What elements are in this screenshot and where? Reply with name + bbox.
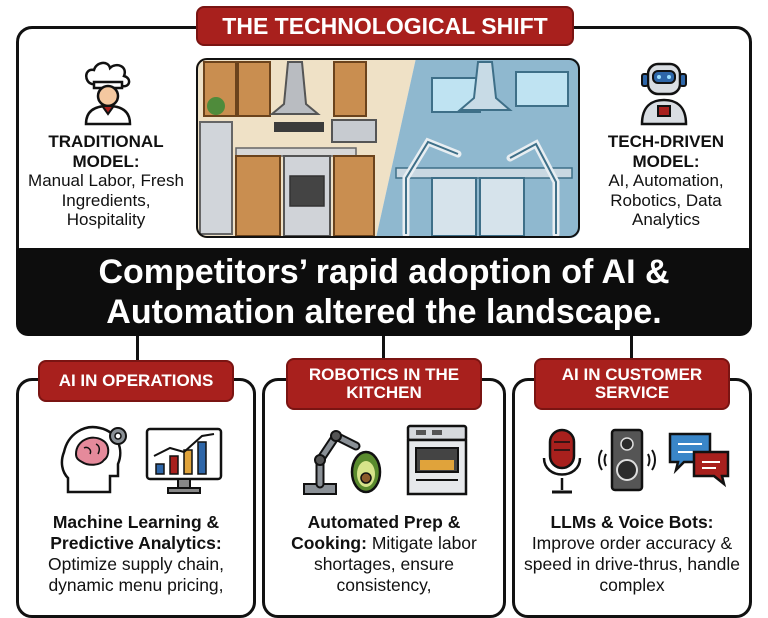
traditional-model: TRADITIONAL MODEL: Manual Labor, Fresh I… xyxy=(24,132,188,230)
microphone-icon xyxy=(542,428,582,494)
chef-icon xyxy=(84,61,132,126)
traditional-title: TRADITIONAL MODEL: xyxy=(48,132,164,171)
automated-fryer-icon xyxy=(406,424,468,496)
brain-gear-icon xyxy=(60,425,127,494)
connector xyxy=(136,336,139,360)
chat-bubbles-icon xyxy=(668,432,730,488)
headline-banner: Competitors’ rapid adoption of AI & Auto… xyxy=(16,248,752,336)
card-label-robotics: ROBOTICS IN THE KITCHEN xyxy=(286,358,482,410)
traditional-desc: Manual Labor, Fresh Ingredients, Hospita… xyxy=(28,171,184,230)
robotic-arm-avocado-icon xyxy=(303,430,382,495)
card-text-customer-service: LLMs & Voice Bots: Improve order accurac… xyxy=(524,512,740,595)
card-label-customer-service: AI IN CUSTOMER SERVICE xyxy=(534,358,730,410)
tech-desc: AI, Automation, Robotics, Data Analytics xyxy=(608,171,724,230)
tech-title: TECH-DRIVEN MODEL: xyxy=(607,132,725,171)
kitchen-transition-illustration xyxy=(196,58,580,238)
page-title: THE TECHNOLOGICAL SHIFT xyxy=(222,12,548,39)
title-badge: THE TECHNOLOGICAL SHIFT xyxy=(196,6,574,46)
robot-icon xyxy=(640,62,688,126)
tech-model: TECH-DRIVEN MODEL: AI, Automation, Robot… xyxy=(586,132,746,230)
analytics-chart-icon xyxy=(145,427,223,494)
banner-line-2: Automation altered the landscape. xyxy=(106,293,662,331)
card-label-operations: AI IN OPERATIONS xyxy=(38,360,234,402)
card-ai-operations xyxy=(16,378,256,618)
card-text-operations: Machine Learning & Predictive Analytics:… xyxy=(47,512,225,595)
connector xyxy=(630,336,633,360)
card-text-robotics: Automated Prep & Cooking: Mitigate labor… xyxy=(291,512,477,595)
banner-line-1: Competitors’ rapid adoption of AI & xyxy=(98,253,670,291)
connector xyxy=(382,336,385,360)
speaker-icon xyxy=(598,428,656,492)
